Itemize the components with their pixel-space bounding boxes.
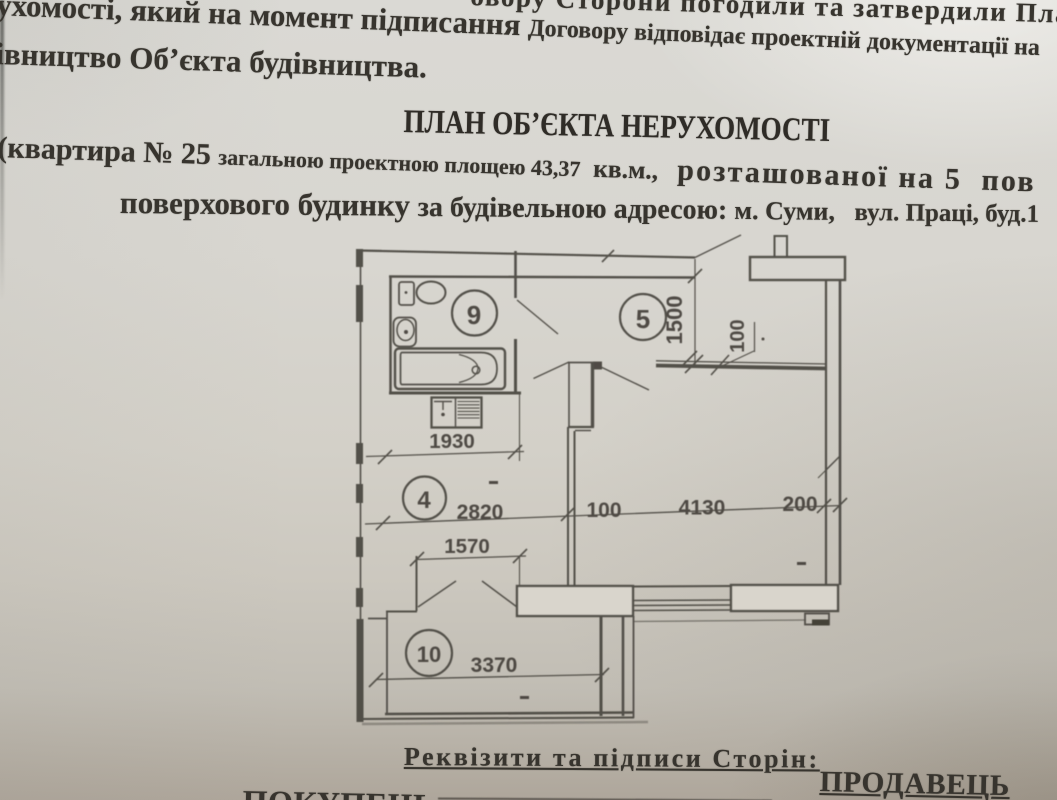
svg-text:200: 200 [782,493,817,516]
svg-text:2820: 2820 [457,501,504,524]
svg-text:100: 100 [727,319,749,352]
svg-text:3370: 3370 [471,654,518,677]
svg-text:100: 100 [586,499,621,522]
svg-text:1930: 1930 [429,430,475,453]
svg-text:1500: 1500 [662,296,687,345]
svg-text:9: 9 [467,300,481,330]
svg-text:10: 10 [417,642,441,667]
svg-text:1570: 1570 [444,535,490,558]
svg-text:4130: 4130 [679,497,726,520]
svg-text:4: 4 [417,487,431,514]
svg-text:5: 5 [636,304,650,334]
